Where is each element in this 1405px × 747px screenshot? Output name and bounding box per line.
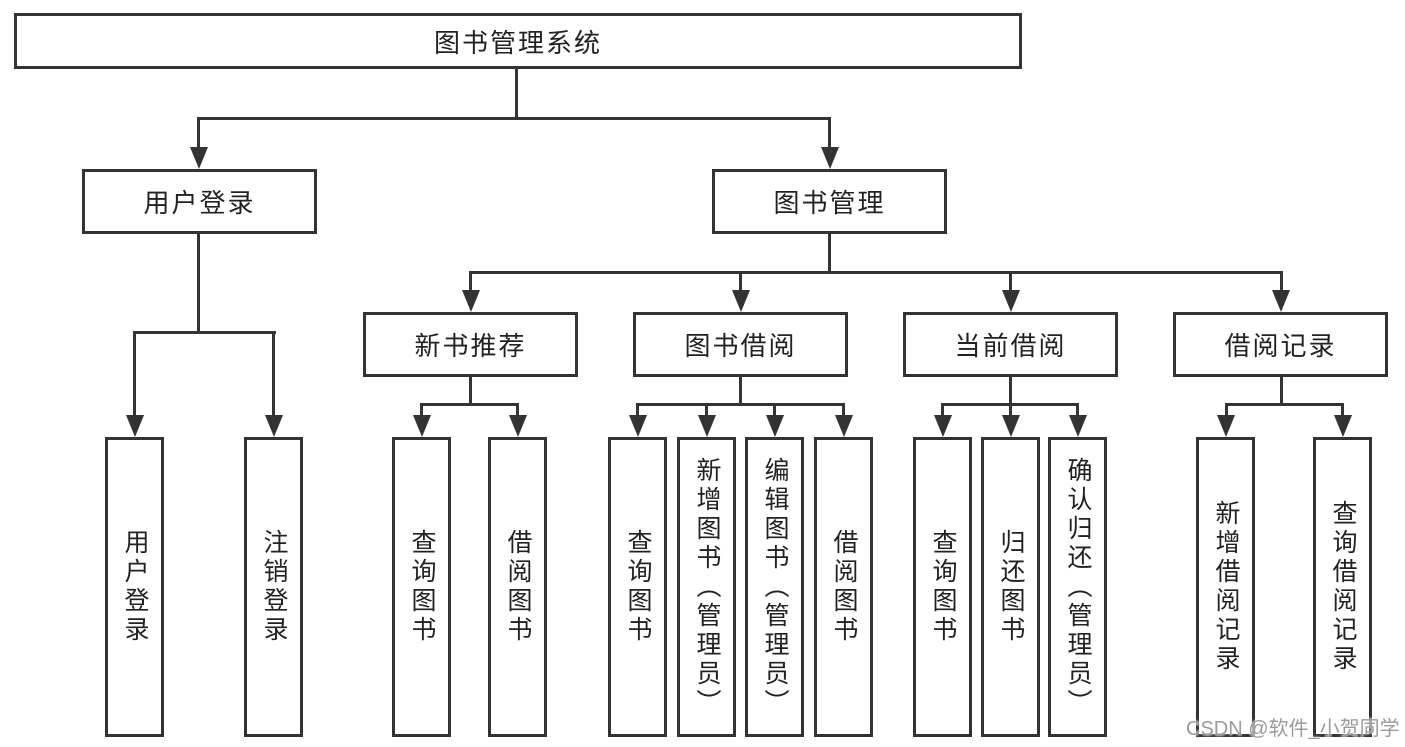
node-label: 借阅图书 bbox=[504, 529, 532, 645]
node-label: 新增借阅记录 bbox=[1212, 500, 1240, 674]
edge-arrowhead bbox=[509, 415, 527, 437]
node-book-management: 图书管理 bbox=[712, 169, 947, 234]
edge-hline bbox=[197, 117, 831, 120]
edge-vline bbox=[705, 403, 708, 416]
node-label: 查询图书 bbox=[408, 529, 436, 645]
node-label: 查询图书 bbox=[929, 529, 957, 645]
edge-hline bbox=[636, 403, 845, 406]
edge-vline bbox=[420, 403, 423, 416]
edge-arrowhead bbox=[1069, 415, 1087, 437]
edge-vline bbox=[469, 271, 472, 291]
node-label: 归还图书 bbox=[997, 529, 1025, 645]
edge-vline bbox=[1009, 377, 1012, 406]
node-label: 查询借阅记录 bbox=[1329, 500, 1357, 674]
leaf-edit-book-admin: 编辑图书（管理员） bbox=[745, 437, 804, 737]
leaf-query-books-current: 查询图书 bbox=[913, 437, 972, 737]
edge-arrowhead bbox=[265, 415, 283, 437]
node-label: 图书借阅 bbox=[684, 331, 797, 361]
edge-arrowhead bbox=[732, 290, 750, 312]
leaf-user-login: 用户登录 bbox=[105, 437, 164, 737]
edge-vline bbox=[515, 69, 518, 119]
edge-vline bbox=[516, 403, 519, 416]
edge-vline bbox=[773, 403, 776, 416]
node-label: 新增图书（管理员） bbox=[693, 456, 721, 718]
edge-vline bbox=[1076, 403, 1079, 416]
leaf-add-book-admin: 新增图书（管理员） bbox=[677, 437, 736, 737]
node-label: 图书管理系统 bbox=[433, 27, 602, 58]
node-label: 图书管理 bbox=[773, 188, 886, 218]
node-label: 当前借阅 bbox=[954, 331, 1067, 361]
edge-arrowhead bbox=[766, 415, 784, 437]
edge-arrowhead bbox=[1217, 415, 1235, 437]
edge-arrowhead bbox=[835, 415, 853, 437]
edge-vline bbox=[842, 403, 845, 416]
node-new-book-recommendation: 新书推荐 bbox=[363, 312, 578, 377]
edge-vline bbox=[828, 117, 831, 148]
leaf-borrow-books-recommend: 借阅图书 bbox=[488, 437, 547, 737]
edge-arrowhead bbox=[413, 415, 431, 437]
edge-arrowhead bbox=[1002, 290, 1020, 312]
edge-vline bbox=[1280, 377, 1283, 406]
edge-vline bbox=[197, 117, 200, 148]
edge-vline bbox=[272, 331, 275, 416]
node-current-borrowing: 当前借阅 bbox=[903, 312, 1118, 377]
edge-hline bbox=[420, 403, 519, 406]
node-label: 用户登录 bbox=[143, 188, 256, 218]
edge-hline bbox=[469, 271, 1283, 274]
node-label: 查询图书 bbox=[624, 529, 652, 645]
node-label: 借阅图书 bbox=[830, 529, 858, 645]
edge-vline bbox=[636, 403, 639, 416]
edge-arrowhead bbox=[126, 415, 144, 437]
edge-arrowhead bbox=[934, 415, 952, 437]
leaf-query-borrow-record: 查询借阅记录 bbox=[1313, 437, 1372, 737]
node-label: 新书推荐 bbox=[414, 331, 527, 361]
edge-arrowhead bbox=[1002, 415, 1020, 437]
leaf-confirm-return-admin: 确认归还（管理员） bbox=[1048, 437, 1107, 737]
edge-vline bbox=[197, 233, 200, 334]
edge-vline bbox=[739, 377, 742, 406]
leaf-add-borrow-record: 新增借阅记录 bbox=[1196, 437, 1255, 737]
edge-vline bbox=[941, 403, 944, 416]
edge-vline bbox=[828, 234, 831, 274]
edge-arrowhead bbox=[462, 290, 480, 312]
leaf-query-books-recommend: 查询图书 bbox=[392, 437, 451, 737]
node-library-management-system: 图书管理系统 bbox=[14, 13, 1022, 69]
edge-hline bbox=[1225, 403, 1344, 406]
edge-vline bbox=[739, 271, 742, 291]
edge-vline bbox=[133, 331, 136, 416]
edge-arrowhead bbox=[821, 147, 839, 169]
node-label: 编辑图书（管理员） bbox=[761, 456, 789, 718]
edge-vline bbox=[1280, 271, 1283, 291]
edge-vline bbox=[1341, 403, 1344, 416]
edge-arrowhead bbox=[1334, 415, 1352, 437]
csdn-watermark: CSDN @软件_小贺同学 bbox=[1186, 718, 1400, 740]
node-label: 注销登录 bbox=[260, 529, 288, 645]
edge-arrowhead bbox=[698, 415, 716, 437]
edge-arrowhead bbox=[190, 147, 208, 169]
edge-arrowhead bbox=[1272, 290, 1290, 312]
leaf-query-books-borrowing: 查询图书 bbox=[608, 437, 667, 737]
edge-arrowhead bbox=[629, 415, 647, 437]
leaf-borrow-books-borrowing: 借阅图书 bbox=[814, 437, 873, 737]
edge-vline bbox=[469, 377, 472, 406]
edge-vline bbox=[1009, 271, 1012, 291]
node-label: 用户登录 bbox=[121, 529, 149, 645]
node-borrowing-records: 借阅记录 bbox=[1173, 312, 1388, 377]
leaf-logout: 注销登录 bbox=[244, 437, 303, 737]
leaf-return-books: 归还图书 bbox=[981, 437, 1040, 737]
node-book-borrowing: 图书借阅 bbox=[633, 312, 848, 377]
node-label: 借阅记录 bbox=[1224, 331, 1337, 361]
edge-vline bbox=[1225, 403, 1228, 416]
edge-hline bbox=[133, 331, 276, 334]
node-label: 确认归还（管理员） bbox=[1064, 456, 1092, 718]
node-user-login: 用户登录 bbox=[82, 169, 317, 234]
edge-vline bbox=[1009, 403, 1012, 416]
